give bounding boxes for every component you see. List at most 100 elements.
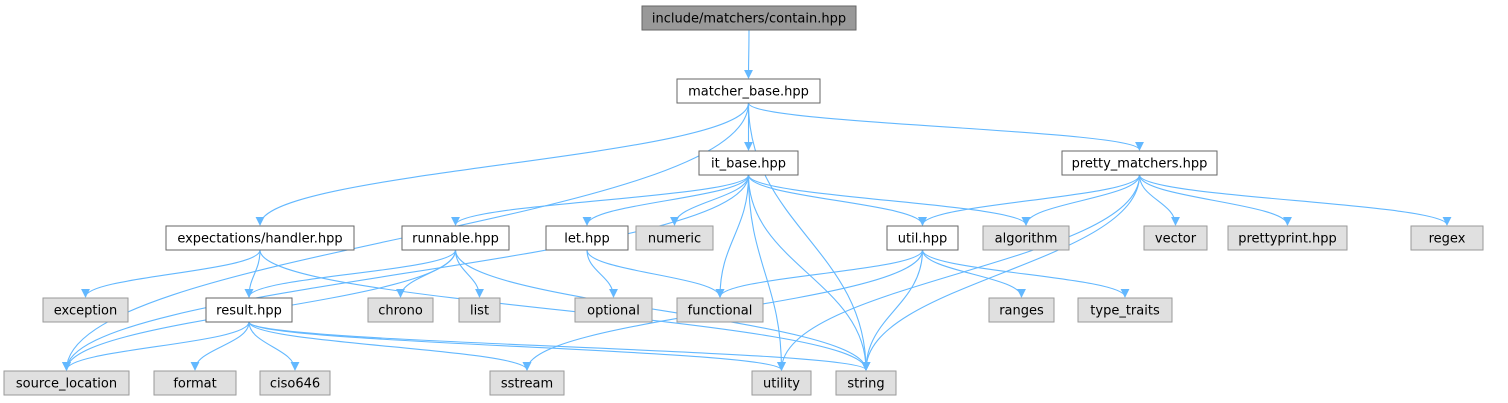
node-label: result.hpp bbox=[216, 304, 282, 319]
edge-result-to-format bbox=[190, 321, 250, 371]
node-box bbox=[42, 297, 129, 323]
edge-it_base-to-source_location bbox=[62, 174, 750, 371]
edge-path bbox=[921, 249, 1130, 298]
node-functional: functional bbox=[676, 297, 764, 323]
node-label: ciso646 bbox=[270, 377, 320, 392]
node-label: it_base.hpp bbox=[711, 157, 786, 172]
node-box bbox=[574, 297, 653, 323]
node-box bbox=[367, 297, 434, 323]
edge-path bbox=[1021, 174, 1141, 226]
node-label: format bbox=[173, 377, 216, 392]
node-box bbox=[835, 370, 897, 396]
node-box bbox=[1143, 225, 1208, 251]
node-box bbox=[698, 150, 799, 176]
edge-handler-to-string bbox=[259, 249, 871, 371]
node-type-traits: type_traits bbox=[1077, 297, 1173, 323]
node-runnable[interactable]: runnable.hpp bbox=[401, 225, 510, 251]
edge-pretty_matchers-to-string bbox=[861, 174, 1141, 371]
edge-result-to-sstream bbox=[248, 321, 532, 371]
edge-path bbox=[582, 174, 750, 226]
node-label: numeric bbox=[648, 232, 701, 247]
edge-runnable-to-string bbox=[454, 249, 871, 371]
edge-it_base-to-numeric bbox=[670, 174, 750, 226]
node-ranges: ranges bbox=[988, 297, 1055, 323]
edge-matcher_base-to-handler bbox=[255, 102, 750, 226]
node-box bbox=[153, 370, 237, 396]
node-ciso646: ciso646 bbox=[259, 370, 331, 396]
node-label: string bbox=[847, 377, 884, 392]
node-source-location: source_location bbox=[3, 370, 130, 396]
edge-pretty_matchers-to-vector bbox=[1138, 174, 1180, 226]
edge-path bbox=[777, 174, 1141, 371]
edge-path bbox=[454, 249, 871, 371]
edge-runnable-to-list bbox=[454, 249, 484, 298]
node-it-base[interactable]: it_base.hpp bbox=[698, 150, 799, 176]
edge-matcher_base-to-pretty_matchers bbox=[747, 102, 1144, 151]
edge-path bbox=[918, 174, 1141, 226]
node-let[interactable]: let.hpp bbox=[545, 225, 629, 251]
node-sstream: sstream bbox=[489, 370, 565, 396]
node-box bbox=[545, 225, 629, 251]
edge-path bbox=[244, 249, 457, 298]
edge-path bbox=[861, 249, 924, 371]
edge-it_base-to-utility bbox=[747, 174, 786, 371]
edge-path bbox=[921, 249, 1026, 298]
edge-path bbox=[62, 321, 250, 371]
node-box bbox=[886, 225, 959, 251]
node-box bbox=[751, 370, 812, 396]
edge-contain-to-matcher_base bbox=[744, 29, 754, 79]
edge-util-to-type_traits bbox=[921, 249, 1130, 298]
node-pretty-matchers[interactable]: pretty_matchers.hpp bbox=[1061, 150, 1218, 176]
node-label: expectations/handler.hpp bbox=[177, 232, 342, 247]
edge-result-to-ciso646 bbox=[248, 321, 300, 371]
node-label: runnable.hpp bbox=[412, 232, 499, 247]
node-label: matcher_base.hpp bbox=[688, 85, 809, 100]
edge-path bbox=[670, 174, 750, 226]
node-box bbox=[982, 225, 1070, 251]
node-box bbox=[635, 225, 714, 251]
node-box bbox=[165, 225, 355, 251]
edge-path bbox=[259, 249, 871, 371]
node-string: string bbox=[835, 370, 897, 396]
node-box bbox=[259, 370, 331, 396]
edge-path bbox=[744, 29, 754, 79]
node-handler[interactable]: expectations/handler.hpp bbox=[165, 225, 355, 251]
edge-path bbox=[255, 102, 750, 226]
node-box bbox=[641, 5, 857, 31]
node-result[interactable]: result.hpp bbox=[205, 297, 293, 323]
edge-path bbox=[248, 321, 871, 371]
node-label: util.hpp bbox=[898, 232, 947, 247]
node-box bbox=[205, 297, 293, 323]
node-matcher-base[interactable]: matcher_base.hpp bbox=[676, 78, 821, 104]
node-label: type_traits bbox=[1090, 304, 1160, 319]
edge-matcher_base-to-string bbox=[747, 102, 871, 371]
node-label: prettyprint.hpp bbox=[1238, 232, 1337, 247]
edge-path bbox=[248, 321, 532, 371]
node-box bbox=[1077, 297, 1173, 323]
node-box bbox=[489, 370, 565, 396]
node-utility: utility bbox=[751, 370, 812, 396]
edge-result-to-utility bbox=[248, 321, 786, 371]
node-box bbox=[676, 297, 764, 323]
edge-it_base-to-functional bbox=[715, 174, 750, 298]
node-label: algorithm bbox=[995, 232, 1058, 247]
edge-runnable-to-result bbox=[244, 249, 457, 298]
edge-pretty_matchers-to-utility bbox=[777, 174, 1141, 371]
edge-handler-to-exception bbox=[81, 249, 261, 298]
edge-let-to-optional bbox=[586, 249, 618, 298]
node-label: source_location bbox=[16, 377, 117, 392]
node-label: vector bbox=[1155, 232, 1197, 247]
edge-path bbox=[1138, 174, 1452, 226]
node-prettyprint: prettyprint.hpp bbox=[1227, 225, 1348, 251]
edge-it_base-to-let bbox=[582, 174, 750, 226]
edge-it_base-to-runnable bbox=[451, 174, 750, 226]
node-label: exception bbox=[54, 304, 118, 319]
node-box bbox=[1410, 225, 1484, 251]
edge-it_base-to-string bbox=[747, 174, 871, 371]
node-label: regex bbox=[1429, 232, 1466, 247]
edge-path bbox=[861, 174, 1141, 371]
node-label: pretty_matchers.hpp bbox=[1072, 157, 1208, 172]
edge-path bbox=[747, 102, 871, 371]
node-util[interactable]: util.hpp bbox=[886, 225, 959, 251]
node-list: list bbox=[458, 297, 501, 323]
